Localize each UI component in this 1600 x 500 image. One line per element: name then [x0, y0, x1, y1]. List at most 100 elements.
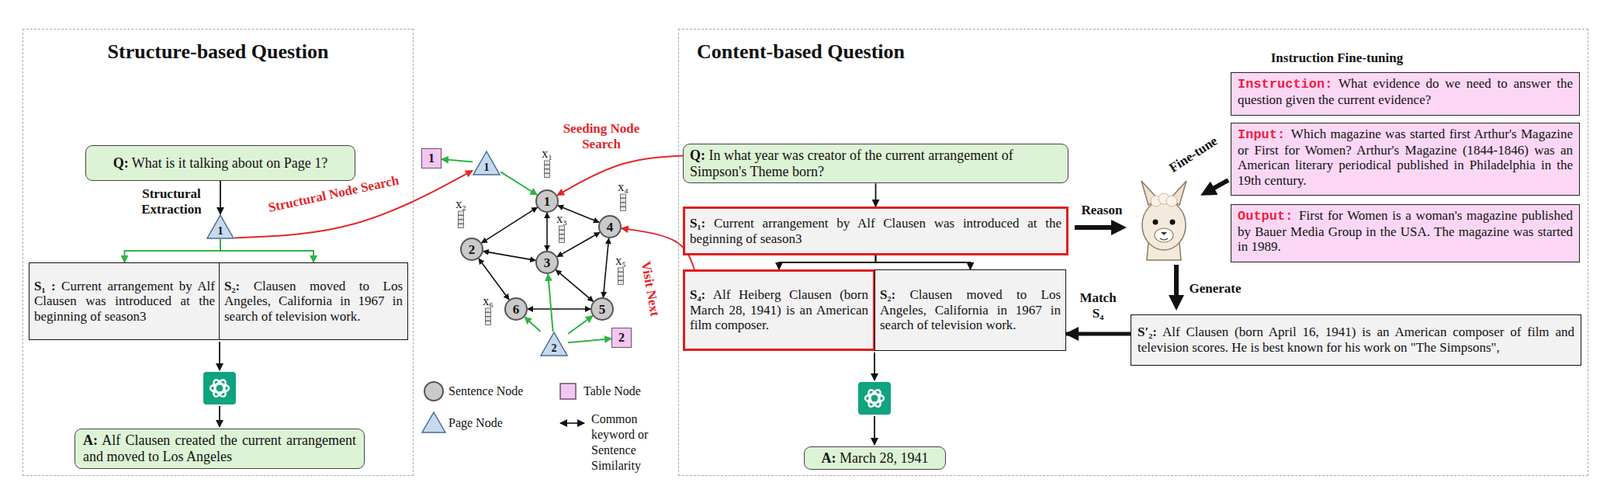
node-text: A: March 28, 1941 — [809, 450, 941, 467]
sentence-node: 5 — [590, 297, 614, 321]
prompt-box: Output:First for Women is a woman's maga… — [1230, 204, 1580, 263]
text-body: Clausen moved to Los Angeles, California… — [879, 287, 1061, 333]
text-body: Alf Clausen (born April 16, 1941) is an … — [1137, 324, 1575, 355]
legend-text: Page Node — [448, 415, 558, 431]
triangle-shape — [207, 214, 234, 239]
panel: Content-based QuestionQ: In what year wa… — [678, 28, 1589, 476]
node-text: Q: In what year was creator of the curre… — [689, 147, 1062, 180]
node-text: Q: What is it talking about on Page 1? — [95, 155, 346, 172]
llama-eye — [1153, 219, 1159, 226]
connector — [483, 251, 536, 261]
connector — [876, 255, 971, 270]
fine-tune-arrow — [1207, 180, 1229, 192]
node-text: A: Alf Clausen created the current arran… — [83, 432, 357, 465]
text-prefix: Q: — [689, 147, 706, 163]
page-node: 1 — [472, 150, 501, 176]
chatgpt-icon — [858, 381, 891, 415]
prompt-box: Instruction:What evidence do we need to … — [1230, 72, 1580, 116]
text-prefix: S₁ : — [34, 278, 56, 294]
llama-mouth — [1160, 238, 1168, 240]
prompt-heading: Instruction: — [1237, 76, 1333, 92]
reason-arrow — [1074, 225, 1119, 230]
text-body: Current arrangement by Alf Clausen was i… — [34, 278, 215, 324]
connector — [546, 212, 548, 251]
text-body: March 28, 1941 — [836, 450, 929, 466]
connector — [557, 232, 600, 257]
text-prefix: Q: — [113, 155, 129, 171]
feature-vector — [618, 267, 624, 285]
connector — [1066, 331, 1131, 336]
llama-head — [1142, 200, 1186, 250]
text-prefix: S₂: — [879, 287, 896, 302]
node-text: 4 — [606, 220, 614, 234]
node-text: S₄: Alf Heiberg Clausen (born March 28, … — [689, 287, 869, 333]
text-prefix: S′₂: — [1137, 324, 1157, 340]
prompt-body: Which magazine was started first Arthur'… — [1237, 126, 1573, 188]
node-text: 6 — [512, 302, 520, 316]
text-body: In what year was creator of the current … — [689, 147, 1014, 180]
text-prefix: S₂: — [224, 278, 240, 294]
sentence-node: 1 — [535, 189, 559, 213]
node-text: Structure-based Question — [23, 39, 413, 64]
question-box: Q: What is it talking about on Page 1? — [85, 145, 356, 181]
connector-label: Visit Next — [637, 258, 663, 319]
legend-circle-sample — [424, 381, 444, 401]
connector — [547, 273, 553, 332]
connector — [500, 171, 537, 195]
node-text: S₁ : Current arrangement by Alf Clausen … — [34, 278, 215, 325]
text-body: Alf Clausen created the current arrangem… — [83, 432, 357, 465]
connector — [602, 238, 609, 298]
legend-square-sample — [560, 383, 576, 399]
step-label: Reason — [1081, 202, 1123, 219]
answer-box: A: March 28, 1941 — [803, 446, 946, 470]
connector-label: Seeding Node Search — [556, 121, 647, 152]
answer-box: A: Alf Clausen created the current arran… — [74, 428, 365, 469]
prompt-heading: Input: — [1237, 127, 1285, 142]
feature-vector — [544, 160, 551, 178]
node-text: 1 — [484, 162, 490, 176]
connector — [557, 155, 683, 195]
legend-triangle-sample — [422, 412, 446, 433]
connector — [481, 207, 538, 243]
text-prefix: S₁: — [689, 215, 706, 231]
node-text: Content-based Question — [678, 39, 1588, 64]
llama-icon — [1141, 180, 1187, 260]
text-prefix: A: — [821, 450, 837, 466]
legend-arrow-sample — [560, 422, 585, 424]
feature-vector-label: x₆ — [482, 294, 494, 309]
sentence-node: 3 — [535, 250, 559, 274]
step-label: Structural Extraction — [128, 186, 215, 217]
triangle-shape — [473, 151, 500, 175]
flow-arrow — [873, 415, 876, 445]
node-text: 2 — [551, 342, 558, 357]
panel: Structure-based Question Q: What is it ta… — [22, 28, 414, 476]
node-text: S₁: Current arrangement by Alf Clausen w… — [689, 215, 1062, 246]
feature-vector — [620, 193, 627, 212]
connector — [567, 315, 593, 334]
node-text: S₂: Clausen moved to Los Angeles, Califo… — [879, 287, 1061, 333]
connector — [219, 180, 222, 215]
feature-vector-label: x₁ — [541, 146, 553, 161]
page-node: 1 — [206, 214, 235, 239]
legend-text: Sentence Node — [448, 383, 558, 399]
connector — [124, 238, 222, 263]
legend-text: Table Node — [583, 383, 669, 399]
page-node: 2 — [540, 331, 568, 357]
node-text: 1 — [218, 225, 224, 239]
feature-vector-label: x₄ — [617, 180, 629, 194]
feature-vector-label: x₃ — [556, 211, 568, 226]
llama-snout — [1154, 228, 1174, 243]
llama-eye — [1170, 219, 1176, 226]
node-text: 1 — [428, 152, 435, 165]
flow-arrow — [873, 352, 876, 381]
text-body: Alf Heiberg Clausen (born March 28, 1941… — [689, 287, 869, 333]
step-label: Fine-tune — [1166, 133, 1220, 176]
connector — [478, 258, 510, 300]
sentence-node: 6 — [504, 297, 528, 321]
connector-label: Match S₄ — [1073, 290, 1123, 321]
chatgpt-icon — [203, 371, 236, 405]
sentence-box: S₁ : Current arrangement by Alf Clausen … — [28, 262, 221, 340]
feature-vector-label: x₂ — [455, 197, 467, 212]
sentence-node: 2 — [460, 237, 484, 261]
